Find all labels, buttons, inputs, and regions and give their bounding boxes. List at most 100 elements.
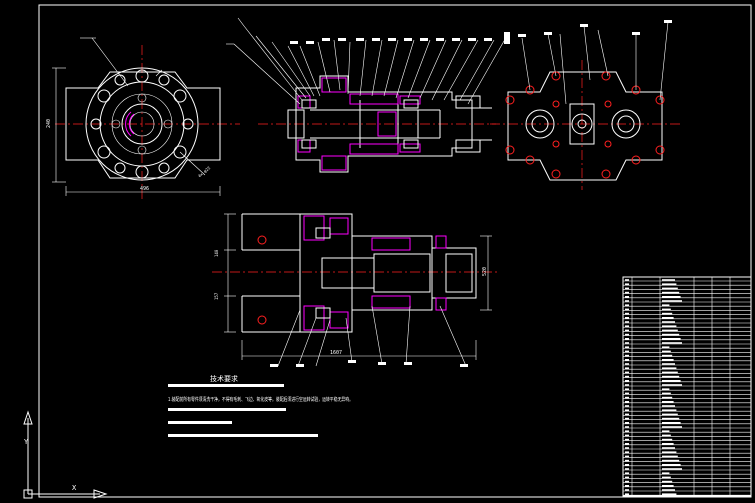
parts-list-entry [662,388,670,390]
parts-list-index [625,493,629,495]
parts-list-index [625,333,629,336]
front-view: 240 496 4x φ22 [46,37,240,200]
parts-list-entry [662,317,674,319]
lower-dim-b: 157 [214,292,219,300]
parts-list-entry [662,422,681,424]
parts-list-index [625,384,629,386]
parts-list-entry [662,304,670,306]
parts-list-entry [662,380,681,382]
parts-list-entry [662,455,678,458]
parts-list-index [625,346,629,348]
parts-list-entry [662,489,675,491]
parts-list-index [625,380,629,382]
lower-length-dim: 1607 [330,350,342,356]
parts-list-index [625,392,629,395]
parts-list-index [625,296,629,298]
parts-list-entry [662,464,681,466]
parts-list-index [625,291,629,294]
parts-list-entry [662,396,673,399]
parts-list [622,276,752,497]
parts-list-entry [662,468,682,470]
parts-list-index [625,455,629,458]
side-view [490,20,680,190]
parts-list-index [625,367,629,369]
parts-list-entry [662,417,680,420]
section-view [226,17,510,173]
technical-requirements: 技术要求 1.装配前所有零件须清洗干净，不得有毛刺、飞边、氧化皮等。装配后须进行… [168,374,353,437]
parts-list-entry [662,350,671,353]
parts-list-index [625,354,629,357]
parts-list-entry [662,325,677,327]
parts-list-index [625,312,629,315]
parts-list-entry [662,338,681,340]
parts-list-entry [662,447,675,449]
parts-list-index [625,480,629,483]
parts-list-index [625,363,629,365]
parts-list-entry [662,472,670,474]
parts-list-index [625,375,629,378]
parts-list-entry [662,296,681,298]
parts-list-index [625,438,629,441]
parts-list-index [625,464,629,466]
parts-list-index [625,329,629,332]
parts-list-index [625,283,629,285]
lower-view: 140 157 1607 520 [212,213,500,367]
parts-list-index [625,468,629,470]
front-flange-dim: 4x φ22 [197,165,212,178]
parts-list-entry [662,287,678,290]
lower-dim-a: 140 [214,249,219,257]
parts-list-index [625,300,629,302]
parts-list-entry [662,354,673,357]
parts-list-entry [662,485,674,487]
parts-list-entry [662,308,671,311]
note-1: 1.装配前所有零件须清洗干净，不得有毛刺、飞边、氧化皮等。装配后须进行空运转试验… [168,396,353,403]
parts-list-entry [662,459,680,462]
parts-list-entry [662,283,677,285]
parts-list-index [625,447,629,449]
front-height-dim: 240 [46,119,52,128]
parts-list-index [625,485,629,487]
parts-list-index [625,476,629,479]
parts-list-index [625,451,629,453]
parts-list-entry [662,375,680,378]
parts-list-index [625,413,629,416]
parts-list-entry [662,430,670,432]
parts-list-entry [662,279,675,281]
parts-list-entry [662,426,682,428]
bolt-holes [90,69,194,179]
ucs-icon: Y X [23,410,108,499]
parts-list-index [625,396,629,399]
parts-list-index [625,401,629,403]
parts-list-index [625,279,629,281]
ucs-x-label: X [72,484,77,492]
parts-list-index [625,409,629,411]
parts-list-entry [662,405,675,407]
parts-list-entry [662,384,682,386]
parts-list-entry [662,342,682,344]
parts-list-entry [662,493,677,495]
parts-list-entry [662,329,678,332]
parts-list-entry [662,359,674,361]
parts-list-index [625,317,629,319]
parts-list-index [625,430,629,432]
parts-list-entry [662,434,671,437]
parts-list-index [625,304,629,306]
parts-list-index [625,287,629,290]
parts-list-index [625,417,629,420]
parts-list-index [625,342,629,344]
parts-list-index [625,489,629,491]
parts-list-entry [662,480,673,483]
parts-list-entry [662,363,675,365]
parts-list-entry [662,300,682,302]
parts-list-entry [662,413,678,416]
lower-right-dim: 520 [482,267,488,276]
parts-list-index [625,422,629,424]
parts-list-entry [662,443,674,445]
parts-list-entry [662,367,677,369]
parts-list-index [625,459,629,462]
parts-list-index [625,434,629,437]
front-width-dim: 496 [140,186,149,192]
sheet-border [38,4,752,498]
parts-list-index [625,325,629,327]
